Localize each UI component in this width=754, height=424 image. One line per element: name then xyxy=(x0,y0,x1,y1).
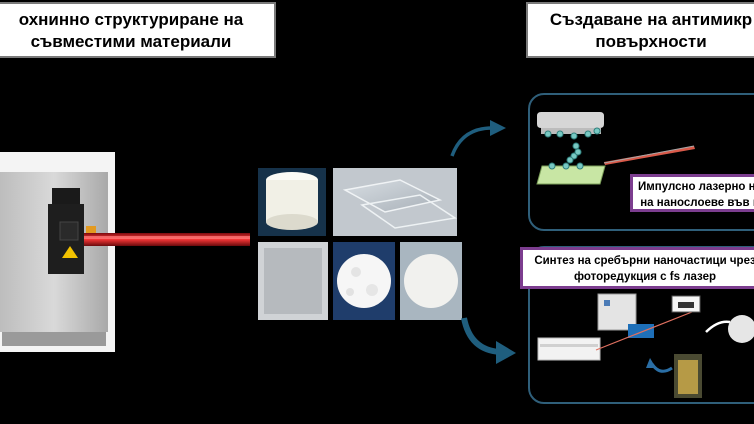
pld-label-line2: на нанослоеве във н xyxy=(640,197,754,209)
fs-laser-setup-photo xyxy=(537,293,754,398)
pld-label-line1: Импулсно лазерно на xyxy=(637,181,754,193)
left-title-line1: охнинно структуриране на xyxy=(18,10,244,29)
laser-beam xyxy=(84,233,250,246)
material-porous-disc-photo xyxy=(333,242,395,320)
arrow-to-bottom-panel xyxy=(461,317,516,364)
synthesis-label-line1: Синтез на сребърни наночастици чрез xyxy=(534,255,754,267)
arrow-to-top-panel xyxy=(450,120,506,157)
material-white-disc-photo xyxy=(400,242,462,320)
synthesis-label: Синтез на сребърни наночастици чрез фото… xyxy=(520,247,754,289)
pld-label: Импулсно лазерно на на нанослоеве във н xyxy=(630,174,754,212)
right-title-box: Създаване на антимикр повърхности xyxy=(526,2,754,58)
material-cylinder-photo xyxy=(258,168,326,236)
left-title-line2: съвместими материали xyxy=(30,32,232,51)
material-glass-plates-photo xyxy=(333,168,458,236)
left-title-box: охнинно структуриране на съвместими мате… xyxy=(0,2,276,58)
material-grey-plate-photo xyxy=(258,242,328,320)
top-panel xyxy=(528,93,754,231)
right-title-line2: повърхности xyxy=(595,32,707,51)
right-title-line1: Създаване на антимикр xyxy=(549,10,753,29)
synthesis-label-line2: фоторедукция с fs лазер xyxy=(573,271,717,283)
laser-machine-photo xyxy=(0,152,115,352)
pld-schematic xyxy=(536,112,695,185)
